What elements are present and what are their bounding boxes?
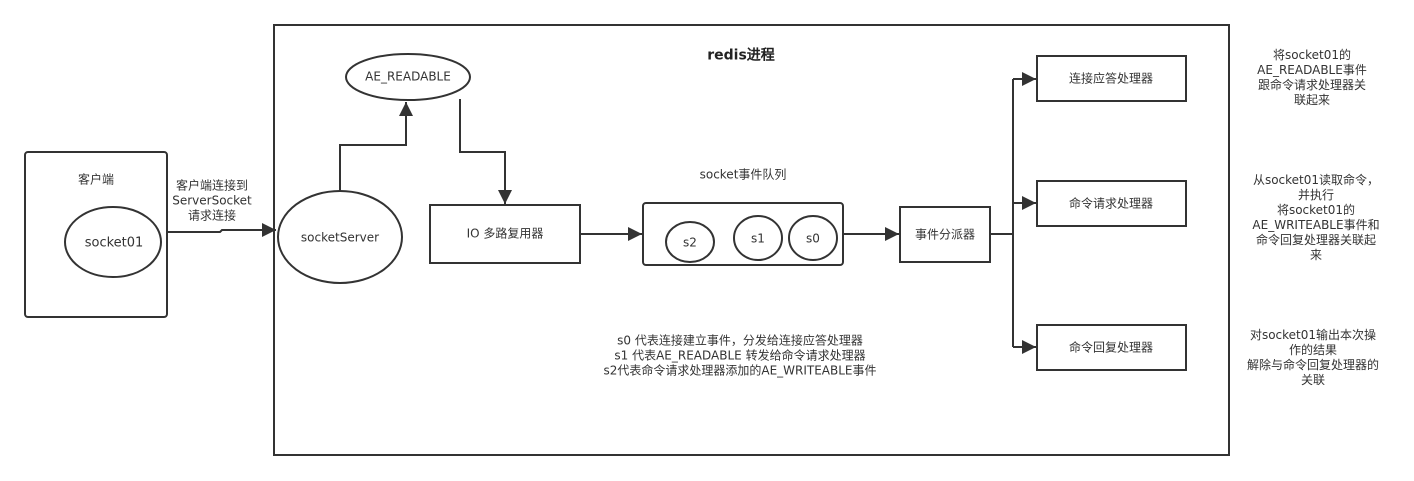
client-box <box>24 151 168 318</box>
note-line: 关联 <box>1300 373 1326 387</box>
note-request: 从socket01读取命令， 并执行 将socket01的 AE_WRITEAB… <box>1252 173 1379 263</box>
note-line: 跟命令请求处理器关 <box>1257 78 1367 92</box>
note-line: 将socket01的 <box>1276 203 1356 217</box>
note-line: 并执行 <box>1297 188 1334 202</box>
edge-ae-to-io <box>459 99 512 204</box>
note-line: 作的结果 <box>1288 343 1338 357</box>
handler-reply-label: 命令回复处理器 <box>1068 340 1154 355</box>
note-line: AE_WRITEABLE事件和 <box>1252 218 1380 232</box>
redis-process-title: redis进程 <box>707 47 775 64</box>
note-reply: 对socket01输出本次操 作的结果 解除与命令回复处理器的 关联 <box>1247 328 1379 388</box>
note-line: 从socket01读取命令， <box>1252 173 1380 187</box>
ae-readable-label: AE_READABLE <box>365 69 451 84</box>
connect-edge-label-line: 客户端连接到 <box>175 178 248 193</box>
queue-title: socket事件队列 <box>699 167 787 182</box>
legend-line: s0 代表连接建立事件，分发给连接应答处理器 <box>617 333 863 348</box>
handler-box-request <box>1036 180 1187 227</box>
ae-readable-node <box>345 53 471 101</box>
legend-line: s2代表命令请求处理器添加的AE_WRITEABLE事件 <box>603 363 877 378</box>
queue-item-s1-label: s1 <box>751 231 765 246</box>
client-label: 客户端 <box>77 172 115 187</box>
note-line: 联起来 <box>1293 93 1331 107</box>
edge-dispatcher-trunk <box>990 79 1014 347</box>
io-multiplexer-label: IO 多路复用器 <box>466 226 544 241</box>
queue-item-s2 <box>665 221 715 263</box>
handler-box-connect <box>1036 55 1187 102</box>
note-line: 将socket01的 <box>1272 48 1352 62</box>
note-connect: 将socket01的 AE_READABLE事件 跟命令请求处理器关 联起来 <box>1257 48 1367 108</box>
connect-edge-label: 客户端连接到 ServerSocket 请求连接 <box>172 179 252 224</box>
edge-client-to-server <box>167 223 276 237</box>
queue-item-s0-label: s0 <box>806 231 820 246</box>
note-line: 命令回复处理器关联起 <box>1255 233 1376 247</box>
connect-edge-label-line: 请求连接 <box>187 208 236 223</box>
queue-item-s1 <box>733 215 783 261</box>
redis-process-box <box>273 24 1230 456</box>
socket-server-label: socketServer <box>300 230 380 245</box>
handler-connect-label: 连接应答处理器 <box>1068 71 1154 86</box>
edge-server-to-ae <box>339 102 413 191</box>
note-line: 对socket01输出本次操 <box>1249 328 1377 342</box>
queue-item-s2-label: s2 <box>683 235 697 250</box>
queue-legend: s0 代表连接建立事件，分发给连接应答处理器 s1 代表AE_READABLE … <box>603 334 876 379</box>
queue-item-s0 <box>788 215 838 261</box>
note-line: 解除与命令回复处理器的 <box>1246 358 1380 372</box>
handler-box-reply <box>1036 324 1187 371</box>
note-line: AE_READABLE事件 <box>1257 63 1367 77</box>
handler-request-label: 命令请求处理器 <box>1068 196 1154 211</box>
socket01-node <box>64 206 162 278</box>
dispatcher-label: 事件分派器 <box>914 227 976 242</box>
note-line: 来 <box>1309 248 1322 262</box>
connect-edge-label-line: ServerSocket <box>172 193 252 208</box>
legend-line: s1 代表AE_READABLE 转发给命令请求处理器 <box>614 348 866 363</box>
socket01-label: socket01 <box>84 235 144 251</box>
